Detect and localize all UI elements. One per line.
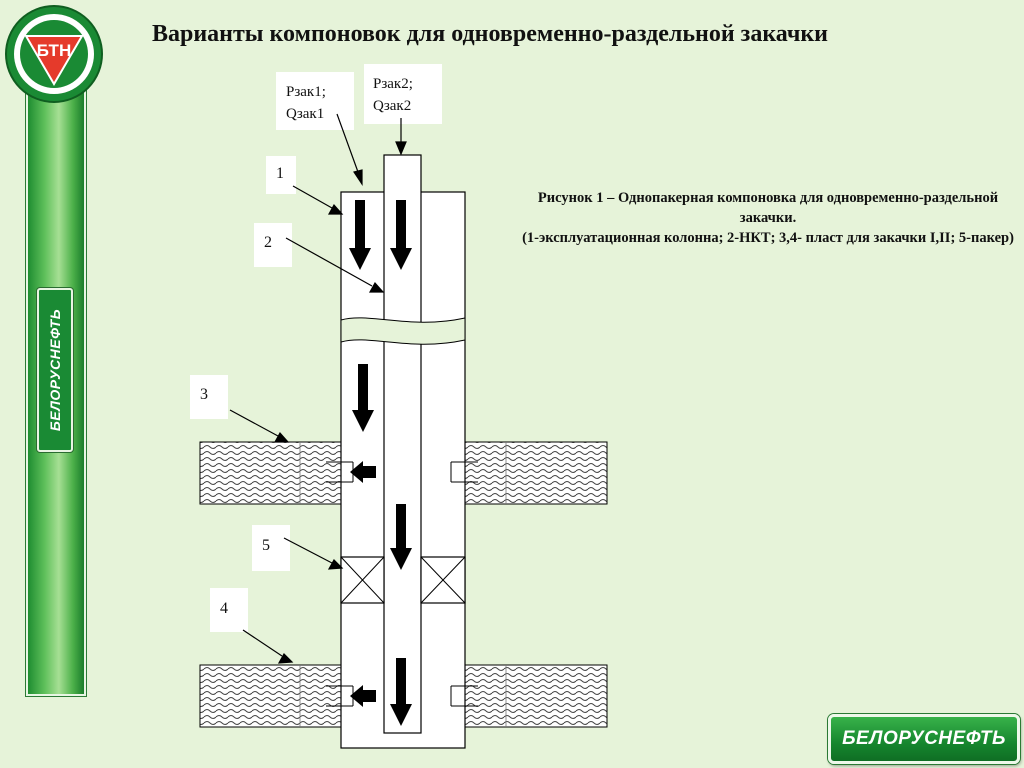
packer <box>340 556 466 604</box>
brand-vertical-badge: БЕЛОРУСНЕФТЬ <box>37 288 73 452</box>
arrow-annulus-top <box>349 200 371 270</box>
caption-line-2: закачки. <box>739 210 797 226</box>
arrow-tubing-top <box>390 200 412 270</box>
arrow-into-upper-layer <box>350 461 376 483</box>
label-p1: Рзак1; <box>286 84 326 100</box>
break-symbol <box>340 317 466 345</box>
label-q1: Qзак1 <box>286 106 324 122</box>
brand-bottom-badge: БЕЛОРУСНЕФТЬ <box>828 714 1020 764</box>
label-box-3 <box>190 375 228 419</box>
label-box-1 <box>266 156 296 194</box>
arrow-into-lower-layer <box>350 685 376 707</box>
caption-line-3: (1-эксплуатационная колонна; 2-НКТ; 3,4-… <box>522 230 1014 246</box>
company-logo: БТН <box>5 5 103 103</box>
arrow-tubing-bottom <box>390 658 412 726</box>
label-box-4 <box>210 588 248 632</box>
brand-bottom-text: БЕЛОРУСНЕФТЬ <box>842 728 1006 749</box>
formation-layer-lower <box>199 664 608 728</box>
arrow-annulus-mid <box>352 364 374 432</box>
label-number-1: 1 <box>276 165 284 182</box>
page-title: Варианты компоновок для одновременно-раз… <box>152 21 829 47</box>
label-box-2 <box>254 223 292 267</box>
caption-line-1: Рисунок 1 – Однопакерная компоновка для … <box>537 190 999 206</box>
label-number-2: 2 <box>264 234 272 251</box>
formation-layer-upper <box>199 441 608 505</box>
label-box-p2 <box>364 64 442 124</box>
arrow-tubing-mid <box>390 504 412 570</box>
figure-caption: Рисунок 1 – Однопакерная компоновка для … <box>508 188 1024 248</box>
label-p2: Рзак2; <box>373 76 413 92</box>
label-number-5: 5 <box>262 537 270 554</box>
label-box-5 <box>252 525 290 571</box>
leader-lines <box>229 113 407 664</box>
callout-boxes <box>190 64 442 632</box>
label-box-p1 <box>276 72 354 130</box>
label-number-3: 3 <box>200 386 208 403</box>
flow-arrows <box>349 200 412 726</box>
logo-monogram: БТН <box>37 41 71 60</box>
label-q2: Qзак2 <box>373 98 411 114</box>
logo-red-triangle <box>24 35 84 86</box>
label-number-4: 4 <box>220 600 228 617</box>
